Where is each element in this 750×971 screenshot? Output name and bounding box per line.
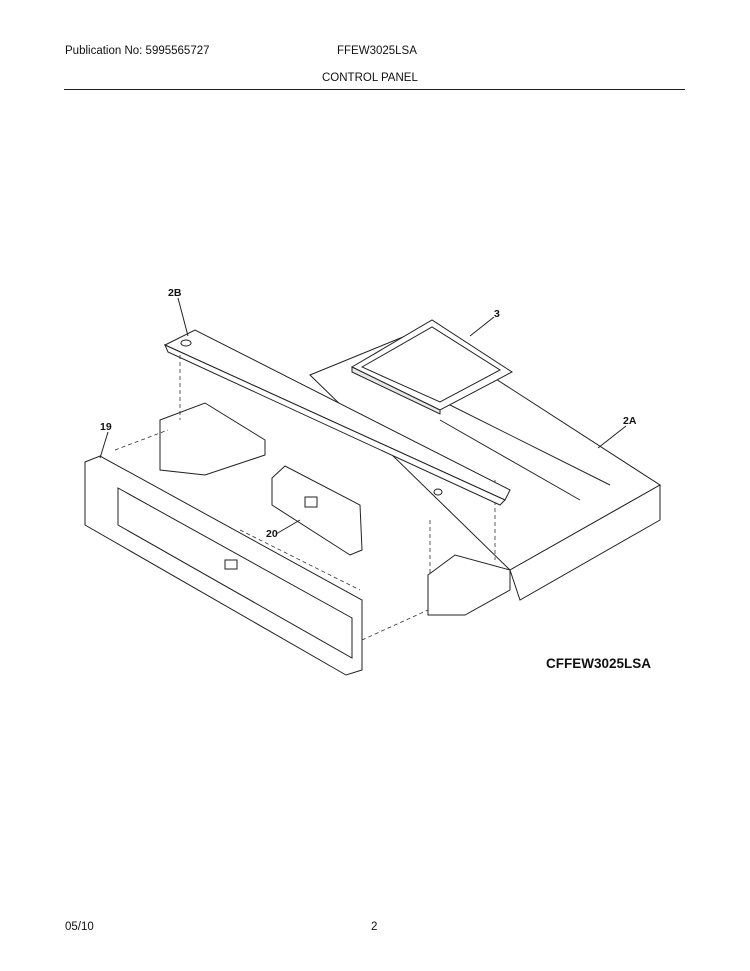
part-label-19: 19 — [100, 421, 112, 433]
left-bracket — [159, 355, 266, 476]
page-number: 2 — [371, 921, 378, 933]
electronic-control-20 — [239, 465, 363, 591]
leader-19 — [99, 431, 109, 459]
diagram-model-code: CFFEW3025LSA — [546, 656, 652, 671]
leader-3 — [469, 316, 495, 337]
cover-2b — [163, 329, 511, 506]
board-3 — [350, 319, 513, 415]
right-bracket — [427, 520, 511, 616]
control-panel-19 — [84, 429, 429, 676]
leader-2b — [177, 297, 189, 337]
model-number: FFEW3025LSA — [337, 45, 417, 57]
leader-20 — [275, 519, 301, 535]
part-label-3: 3 — [494, 308, 500, 320]
leader-2a — [597, 425, 627, 449]
header-divider — [64, 89, 685, 90]
publication-number: Publication No: 5995565727 — [65, 45, 210, 57]
section-title: CONTROL PANEL — [322, 72, 418, 84]
part-label-2a: 2A — [623, 415, 637, 427]
footer-date: 05/10 — [65, 921, 94, 933]
part-label-20: 20 — [266, 528, 278, 540]
part-label-2b: 2B — [168, 287, 182, 299]
